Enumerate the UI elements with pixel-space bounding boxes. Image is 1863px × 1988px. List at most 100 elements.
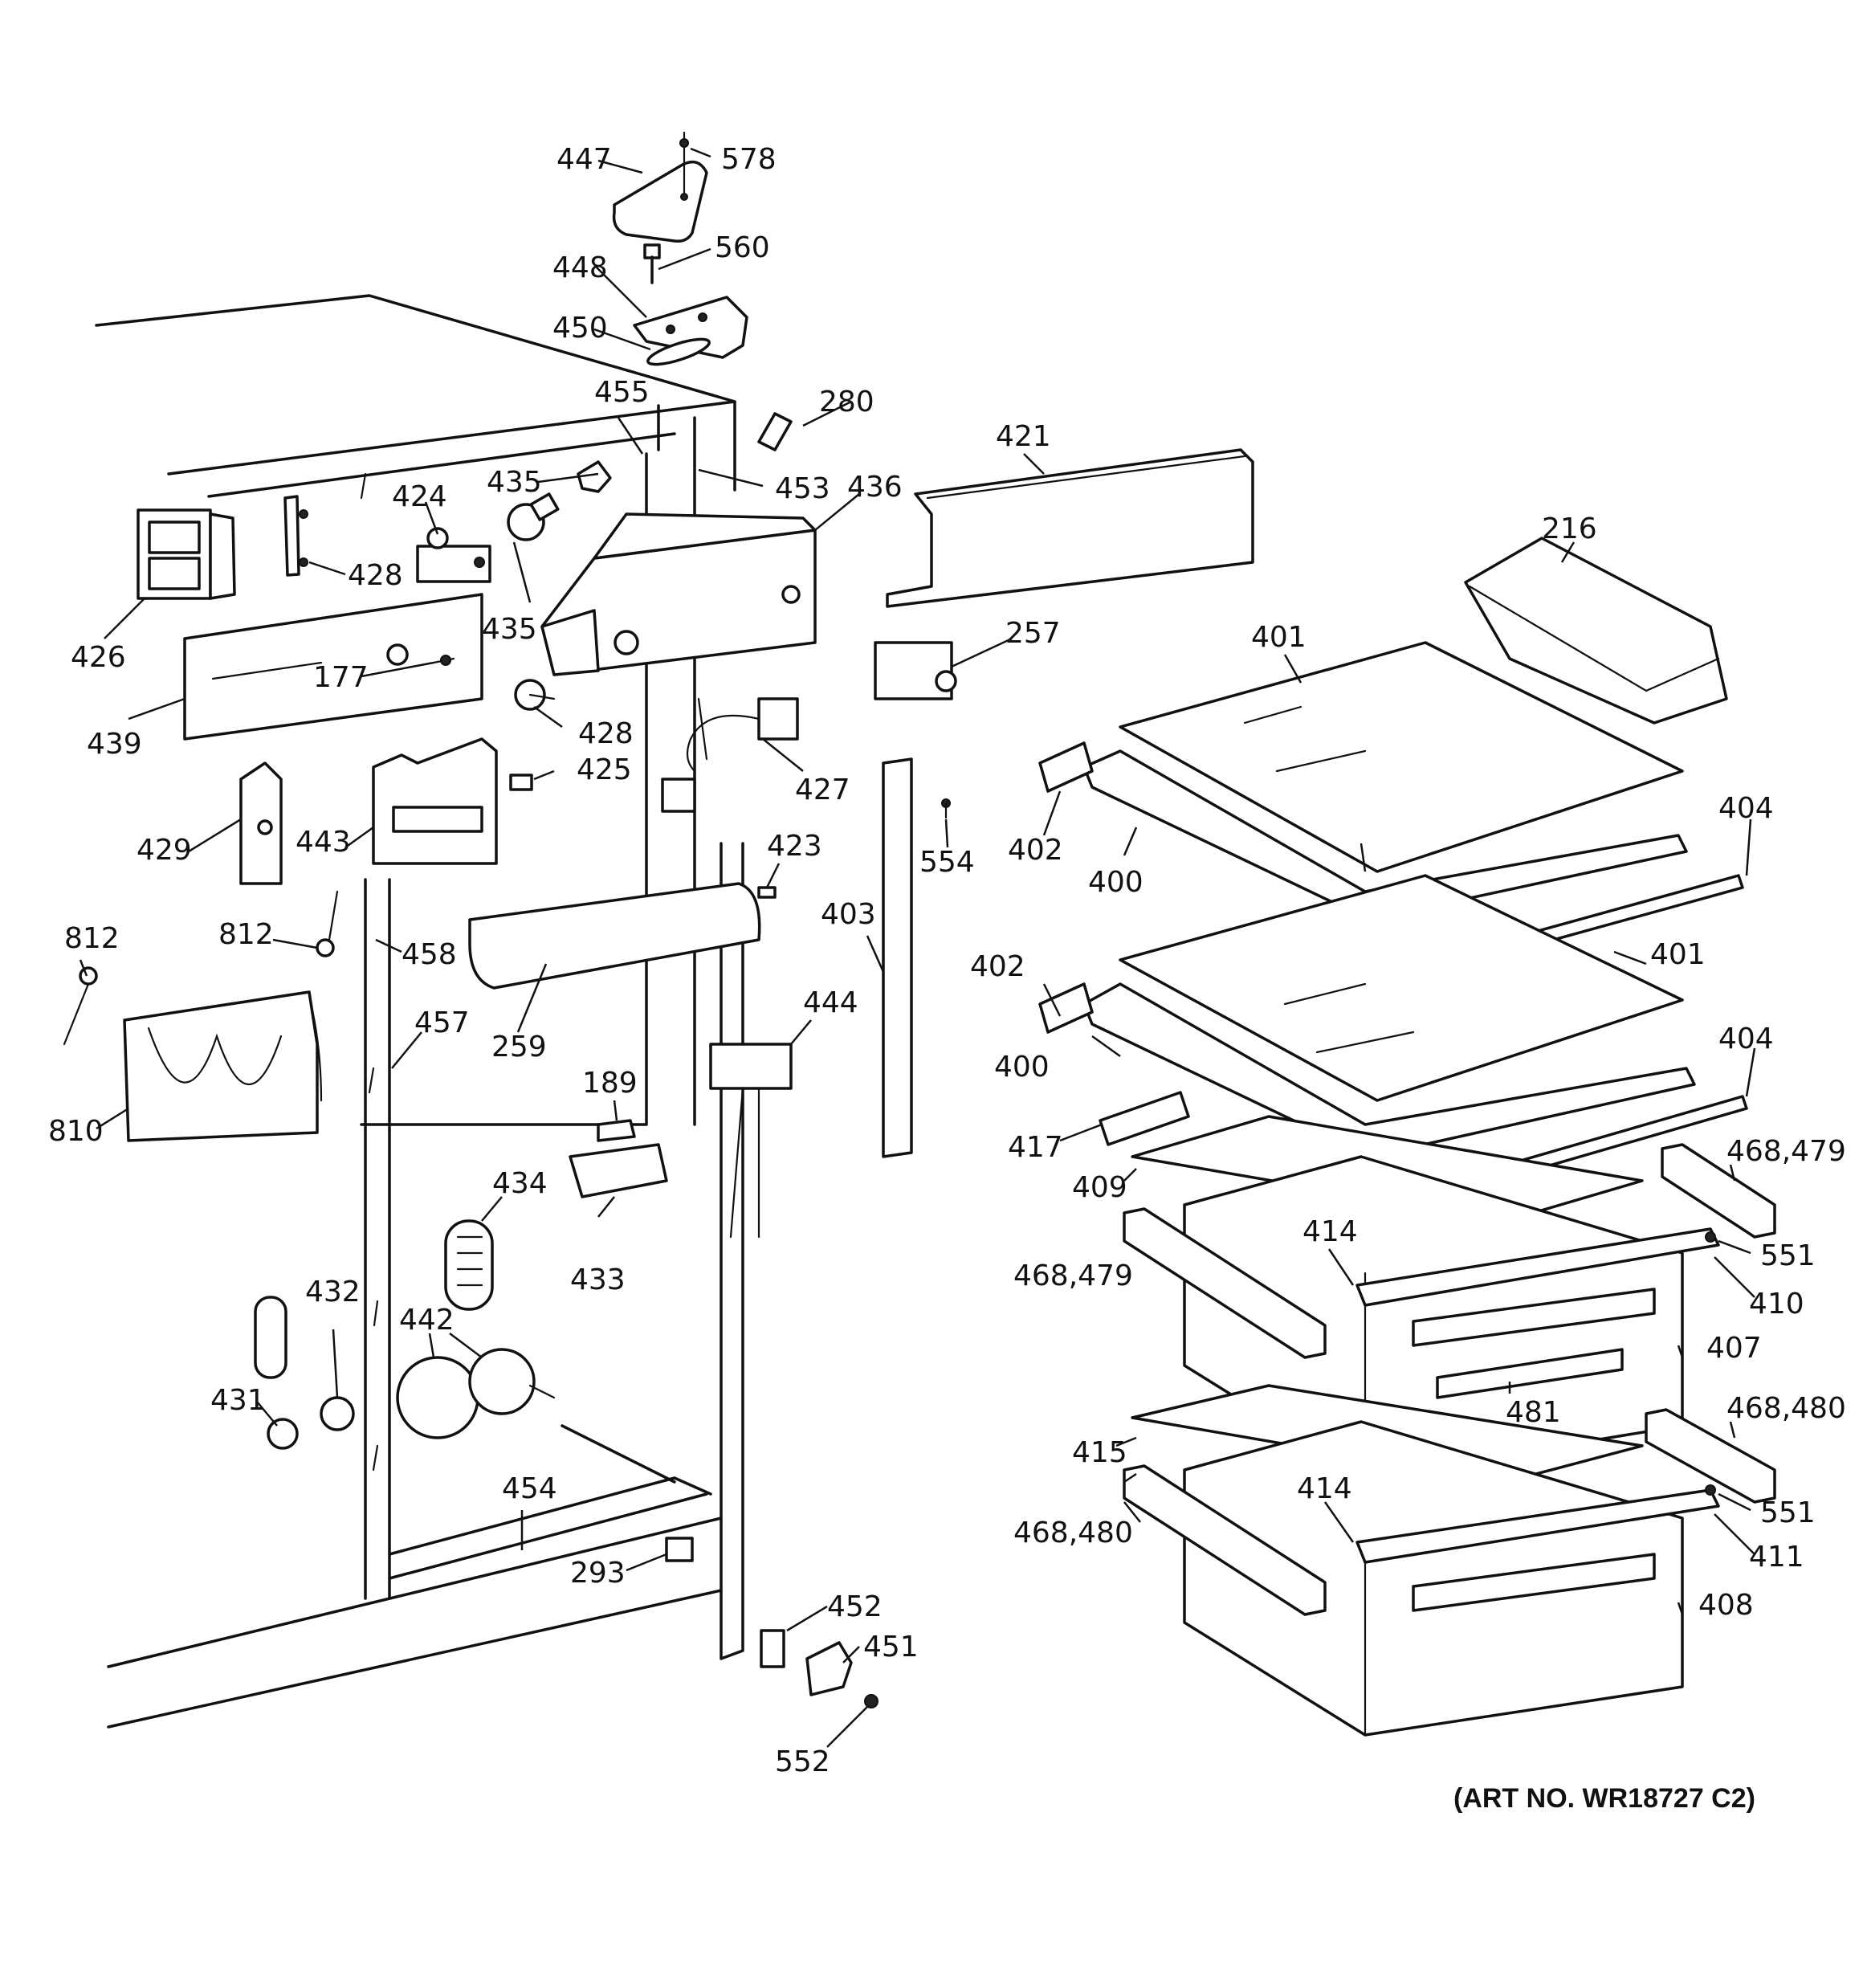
callout-810: 810 xyxy=(48,1115,104,1148)
callout-424: 424 xyxy=(392,480,447,513)
connector-423 xyxy=(757,886,777,899)
callout-433: 433 xyxy=(570,1263,626,1296)
water-tank-810 xyxy=(123,990,323,1142)
glass-shelf-401-mid xyxy=(1119,874,1684,1102)
callout-427: 427 xyxy=(795,774,850,806)
slide-468-480-left xyxy=(1123,1464,1327,1616)
art-number: (ART NO. WR18727 C2) xyxy=(1453,1783,1755,1814)
dispenser-switch-426 xyxy=(137,508,236,600)
callout-812-left: 812 xyxy=(64,922,120,955)
callout-431: 431 xyxy=(210,1384,266,1417)
callout-457: 457 xyxy=(414,1006,470,1039)
tube-812-right xyxy=(316,890,339,957)
callout-435-top: 435 xyxy=(487,466,542,499)
callout-404-mid: 404 xyxy=(1718,1023,1774,1055)
callout-450: 450 xyxy=(552,312,608,345)
callout-403: 403 xyxy=(821,898,876,931)
callout-458: 458 xyxy=(402,938,457,971)
shelf-frame-400-top xyxy=(1082,749,1688,921)
light-shield-259 xyxy=(468,882,761,990)
clip-435 xyxy=(577,460,612,493)
callout-402-top: 402 xyxy=(1008,834,1063,867)
gear-428 xyxy=(514,679,556,711)
callout-551-top: 551 xyxy=(1760,1239,1816,1272)
leader-lines xyxy=(79,147,1756,1748)
callout-411: 411 xyxy=(1749,1541,1804,1574)
mounting-plate-439 xyxy=(183,593,483,741)
hinge-448 xyxy=(633,296,748,359)
callout-labels: 447 578 560 448 450 455 280 453 436 421 … xyxy=(48,143,1846,1778)
wiring-harness-427 xyxy=(661,697,799,813)
crisper-pan-408 xyxy=(1183,1420,1684,1737)
callout-468-479-left: 468,479 xyxy=(1013,1259,1133,1292)
rail-403 xyxy=(882,757,913,1158)
glass-shelf-401-top xyxy=(1119,641,1684,873)
connector-444 xyxy=(709,1043,793,1239)
callout-259: 259 xyxy=(491,1031,547,1063)
light-bulb-435 xyxy=(507,492,560,541)
callout-452: 452 xyxy=(827,1590,883,1623)
callout-177: 177 xyxy=(313,661,369,694)
grille-431 xyxy=(254,1296,299,1450)
rail-417 xyxy=(1099,1091,1190,1146)
callout-293: 293 xyxy=(570,1557,626,1590)
callout-409: 409 xyxy=(1072,1171,1127,1204)
callout-414-top: 414 xyxy=(1302,1215,1358,1248)
clip-293 xyxy=(665,1537,694,1562)
callout-451: 451 xyxy=(863,1631,919,1663)
callout-551-bottom: 551 xyxy=(1760,1496,1816,1529)
light-socket-280 xyxy=(757,412,793,451)
shelf-bracket-402-mid xyxy=(1038,982,1094,1034)
callout-436: 436 xyxy=(847,471,903,504)
door-bin-421 xyxy=(886,448,1254,608)
callout-442: 442 xyxy=(399,1304,455,1337)
callout-402-mid: 402 xyxy=(970,950,1025,983)
screw-554 xyxy=(941,798,951,819)
callout-404-top: 404 xyxy=(1718,792,1774,825)
callout-410: 410 xyxy=(1749,1288,1804,1321)
callout-407: 407 xyxy=(1706,1332,1762,1365)
screw-578 xyxy=(679,131,689,194)
shelf-bracket-402-top xyxy=(1038,741,1094,793)
screw-177 xyxy=(432,655,455,666)
callout-432: 432 xyxy=(305,1276,361,1308)
callout-429: 429 xyxy=(137,834,192,867)
callout-455: 455 xyxy=(594,376,650,409)
tube-812-left xyxy=(63,966,98,1046)
callout-447: 447 xyxy=(556,143,612,176)
slide-468-479-right xyxy=(1661,1143,1776,1239)
callout-552: 552 xyxy=(775,1745,830,1778)
callout-468-480-left: 468,480 xyxy=(1013,1517,1133,1549)
callout-401-top: 401 xyxy=(1251,621,1307,654)
callout-216: 216 xyxy=(1542,512,1597,545)
callout-428-top: 428 xyxy=(348,559,403,592)
pan-frame-410 xyxy=(1355,1227,1720,1307)
screw-551-bottom xyxy=(1705,1484,1716,1496)
switch-424 xyxy=(416,527,491,583)
bracket-443 xyxy=(372,737,498,865)
control-housing-436 xyxy=(540,512,817,676)
shim-452 xyxy=(760,1629,785,1668)
callout-554: 554 xyxy=(919,846,975,879)
knob-189 xyxy=(597,1119,636,1142)
timer-257 xyxy=(874,641,957,700)
callout-425: 425 xyxy=(577,753,632,786)
callout-421: 421 xyxy=(996,420,1051,453)
callout-448: 448 xyxy=(552,251,608,284)
callout-468-479-right: 468,479 xyxy=(1726,1135,1846,1168)
slide-468-480-right xyxy=(1645,1408,1776,1504)
shim-450 xyxy=(646,337,711,366)
control-knob-433 xyxy=(569,1143,668,1198)
callout-426: 426 xyxy=(71,641,126,674)
shelf-frame-400-mid xyxy=(1082,982,1696,1158)
pan-frame-411 xyxy=(1355,1488,1720,1564)
screw-560 xyxy=(643,243,661,284)
callout-423: 423 xyxy=(767,830,822,863)
callout-468-480-right: 468,480 xyxy=(1726,1392,1846,1425)
callout-257: 257 xyxy=(1005,617,1061,650)
screw-551-top xyxy=(1705,1231,1716,1243)
callout-454: 454 xyxy=(502,1472,557,1505)
callout-414-bottom: 414 xyxy=(1297,1472,1352,1505)
callout-578: 578 xyxy=(721,143,777,176)
